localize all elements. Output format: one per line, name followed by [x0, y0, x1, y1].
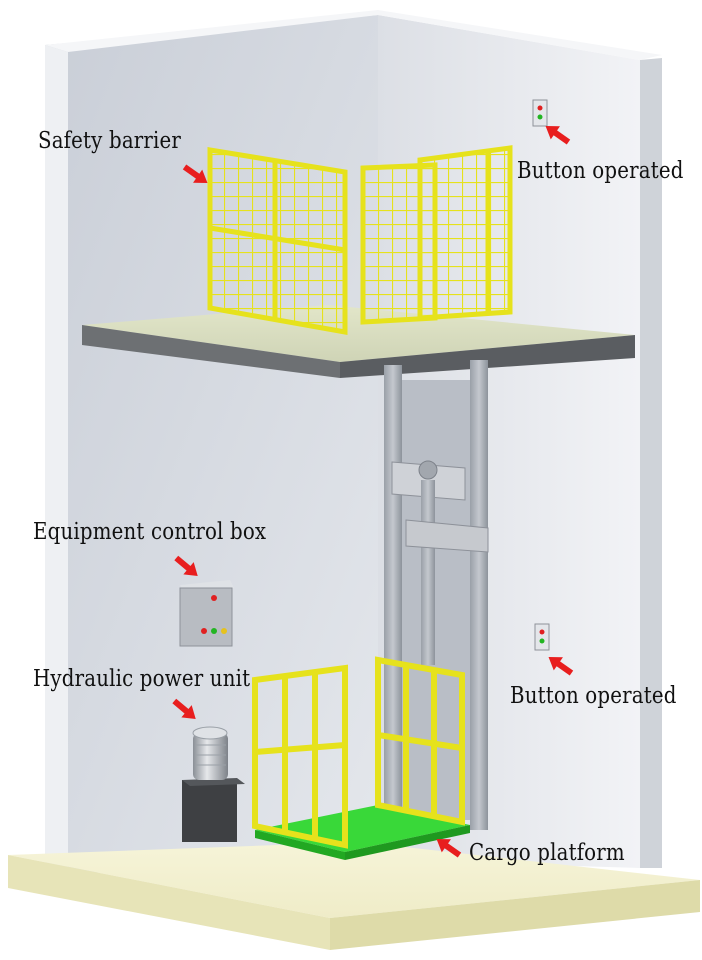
floor-front-left [8, 855, 330, 950]
platform-front [255, 830, 345, 860]
label-hydraulic-power-unit: Hydraulic power unit [33, 666, 251, 692]
label-button-operated-upper: Button operated [517, 158, 684, 184]
hydraulic-cylinder [421, 480, 435, 665]
safety-barrier [207, 145, 513, 335]
label-safety-barrier: Safety barrier [38, 128, 182, 154]
floor-front-right [330, 880, 700, 950]
platform-side [345, 825, 470, 860]
guide-rail-right [470, 360, 488, 830]
label-cargo-platform: Cargo platform [469, 840, 625, 866]
label-equipment-control-box: Equipment control box [33, 519, 267, 545]
slab-front-right [340, 335, 635, 378]
left-wall-edge [45, 45, 68, 875]
red-arrow-icon [172, 125, 574, 858]
call-button-icon [532, 99, 548, 127]
floor-top [8, 842, 700, 918]
guide-rail-left [384, 365, 402, 835]
sheave [418, 460, 438, 480]
slab-top [82, 305, 635, 362]
barrier-panel-right [417, 145, 513, 321]
mast-bracket [405, 519, 489, 553]
wall-top-cap [45, 10, 662, 60]
slab-front-left [82, 325, 340, 378]
hydraulic-motor-icon [182, 726, 245, 842]
call-button-lower-icon [534, 623, 550, 651]
upper-floor-slab [82, 305, 635, 378]
cargo-platform [252, 656, 470, 860]
right-wall-edge [640, 58, 662, 868]
control-box-icon [179, 580, 234, 647]
lift-mast [384, 360, 489, 835]
label-button-operated-lower: Button operated [510, 683, 677, 709]
ground-floor [8, 842, 700, 950]
